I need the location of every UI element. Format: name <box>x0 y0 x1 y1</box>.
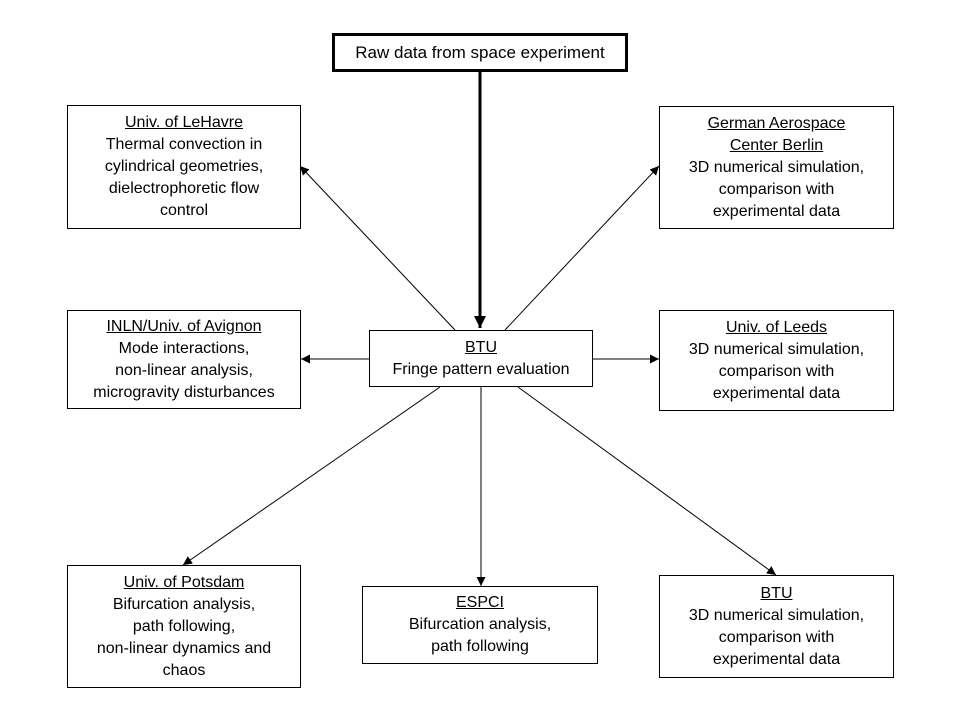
node-title: ESPCI <box>455 594 504 611</box>
arrow-btu-to-lehavre <box>299 165 456 331</box>
arrow-btu-to-dlr <box>504 165 660 331</box>
node-text-line: comparison with <box>718 180 835 198</box>
node-univ-leeds: Univ. of Leeds 3D numerical simulation, co… <box>659 310 894 411</box>
node-text-line: comparison with <box>718 362 835 380</box>
node-text-line: experimental data <box>712 650 841 668</box>
node-title: Univ. of Potsdam <box>123 573 245 591</box>
node-text-line: cylindrical geometries, <box>104 158 264 175</box>
node-btu-center: BTU Fringe pattern evaluation <box>369 330 593 387</box>
node-text-line: experimental data <box>712 202 841 220</box>
arrow-btu-to-potsdam <box>182 386 441 566</box>
node-text-line: comparison with <box>718 628 835 646</box>
node-title: BTU <box>465 338 497 356</box>
node-text-line: 3D numerical simulation, <box>688 606 865 624</box>
node-text-line: path following, <box>132 617 236 635</box>
node-title: BTU <box>760 584 793 602</box>
node-text-line: non-linear dynamics and <box>96 639 272 657</box>
node-text-line: microgravity disturbances <box>93 383 275 401</box>
node-text-line: Bifurcation analysis, <box>408 616 552 633</box>
arrow-btu-to-btu-right <box>517 386 777 576</box>
node-text-line: Mode interactions, <box>118 339 250 357</box>
node-title: Univ. of LeHavre <box>125 114 243 131</box>
node-text-line: Bifurcation analysis, <box>112 595 256 613</box>
node-title: Center Berlin <box>729 136 824 154</box>
node-text-line: Thermal convection in <box>105 136 263 153</box>
node-text-line: non-linear analysis, <box>115 361 253 379</box>
node-espci: ESPCI Bifurcation analysis, path following <box>362 586 598 664</box>
node-raw-data: Raw data from space experiment <box>332 33 628 72</box>
node-title: German Aerospace <box>707 114 846 132</box>
node-text-line: control <box>159 202 209 219</box>
node-text-line: path following <box>431 638 529 655</box>
node-text-line: chaos <box>162 661 206 679</box>
node-text-line: 3D numerical simulation, <box>688 340 865 358</box>
node-text-line: experimental data <box>712 384 841 402</box>
node-text-line: dielectrophoretic flow <box>108 180 260 197</box>
node-title: INLN/Univ. of Avignon <box>106 317 262 335</box>
node-text-line: 3D numerical simulation, <box>688 158 865 176</box>
node-text-line: Raw data from space experiment <box>355 42 605 62</box>
node-btu-right: BTU 3D numerical simulation, comparison wi… <box>659 575 894 678</box>
node-text-line: Fringe pattern evaluation <box>392 360 570 378</box>
node-title: Univ. of Leeds <box>725 318 828 336</box>
